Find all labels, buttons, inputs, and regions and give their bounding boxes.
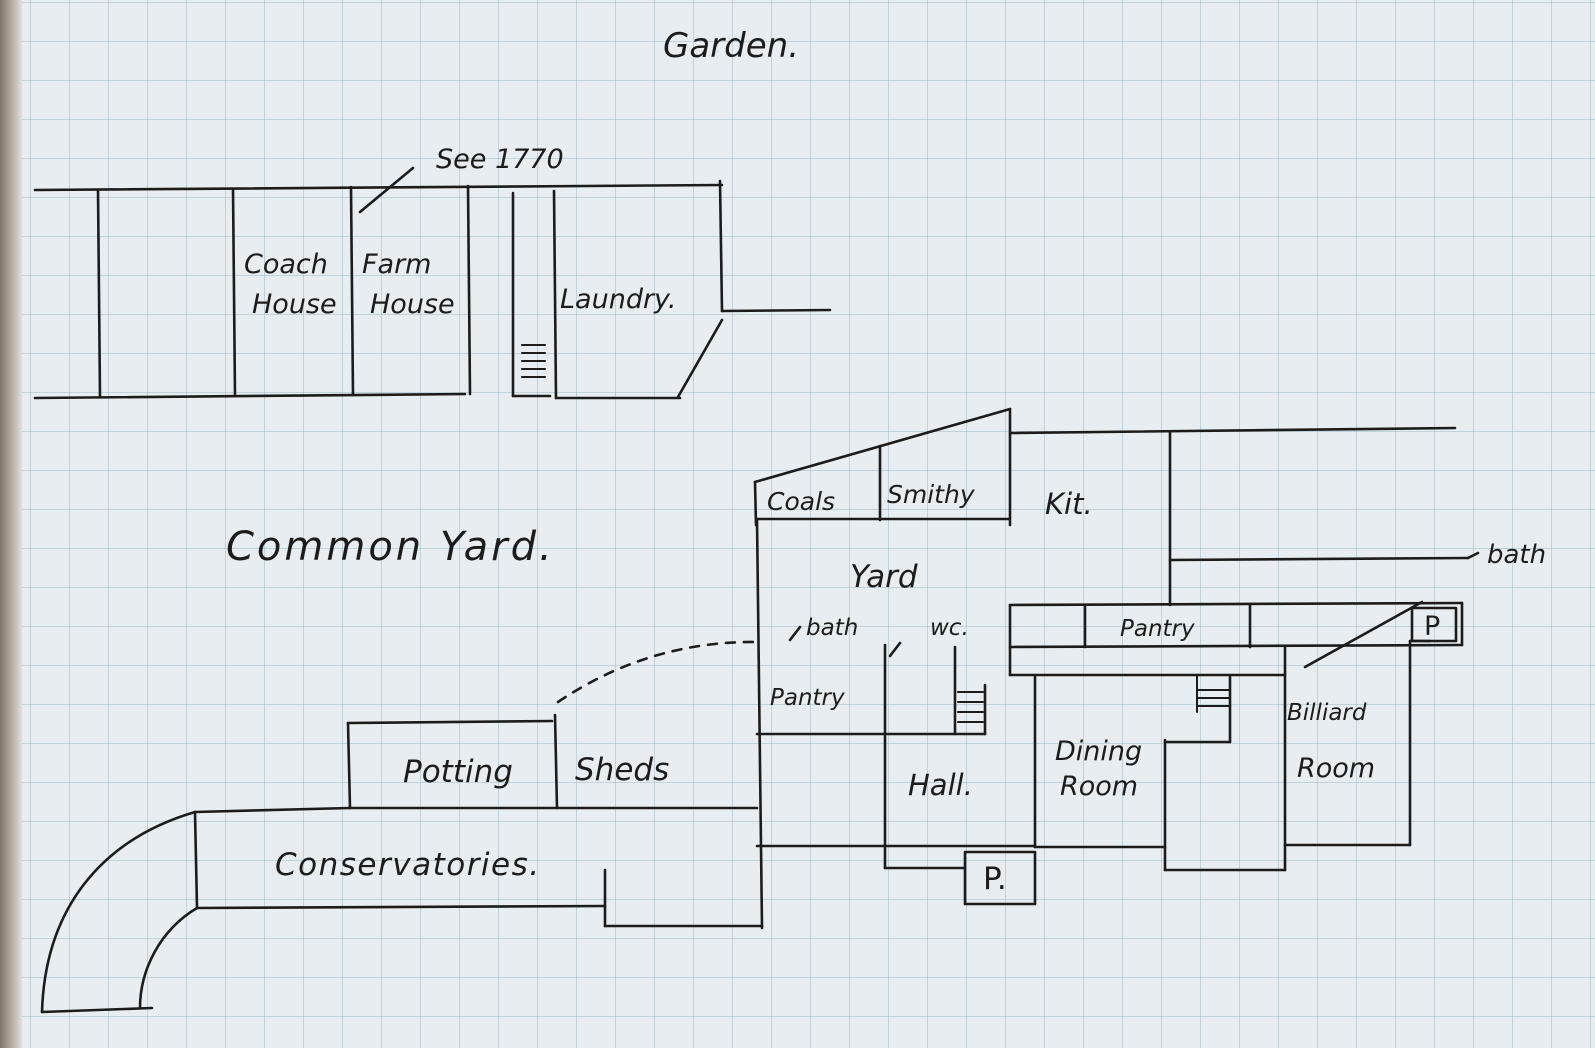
stair-icon [521,344,546,378]
notebook-binding-edge [0,0,22,1048]
label-coach-house-line2: House [252,289,337,320]
label-billiard-room-line1: Billiard [1287,700,1367,726]
label-sheds: Sheds [575,752,669,788]
label-pantry-left: Pantry [770,685,845,711]
label-smithy: Smithy [887,480,976,509]
label-hall: Hall. [908,768,973,802]
label-farm-house-line2: House [370,289,455,320]
label-kit: Kit. [1045,487,1093,521]
label-bath-right: bath [1487,540,1546,570]
label-p-bottom: P. [983,861,1007,897]
label-yard: Yard [850,559,918,595]
label-farm-house-line1: Farm [362,249,431,280]
label-pantry-upper: Pantry [1120,616,1195,642]
label-billiard-room-line2: Room [1297,753,1375,784]
label-p-right: P [1424,611,1440,642]
label-potting: Potting [403,754,513,790]
label-coals: Coals [767,487,835,516]
label-laundry: Laundry. [560,284,677,315]
label-coach-house-line1: Coach [244,249,328,280]
label-garden: Garden. [663,26,799,66]
label-conservatories: Conservatories. [275,847,541,883]
potting-sheds-and-conservatories [40,640,764,1014]
label-dining-room-line1: Dining [1055,736,1142,767]
label-common-yard: Common Yard. [226,524,555,570]
label-bath-left: bath [806,615,858,641]
outbuildings-range [33,166,832,400]
label-see-1770: See 1770 [436,144,564,175]
label-dining-room-line2: Room [1060,771,1138,802]
stair-icon [957,691,984,723]
stair-icon [1196,674,1231,713]
main-house [753,407,1480,930]
label-wc: wc. [930,615,969,641]
